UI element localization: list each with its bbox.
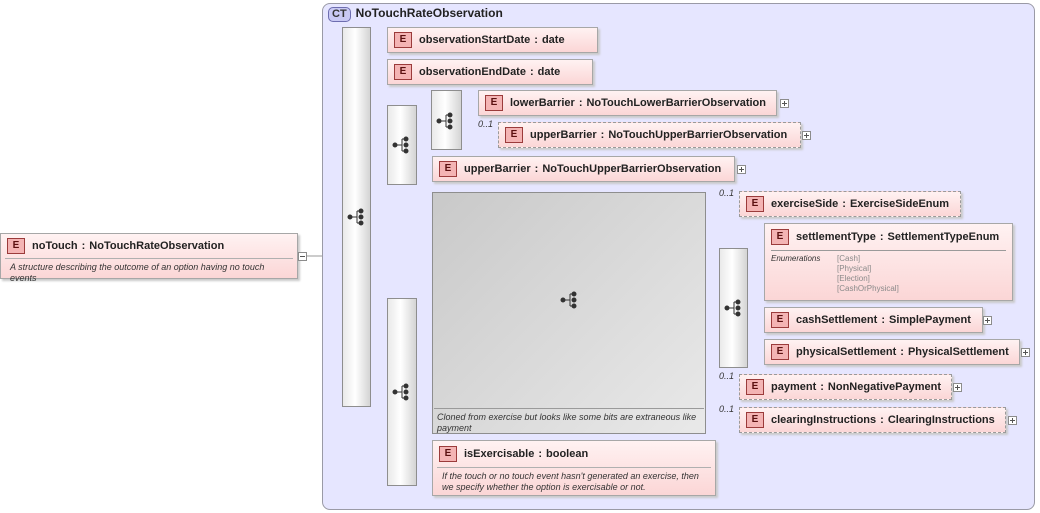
sequence-icon [724, 299, 741, 317]
sequence-icon [560, 291, 577, 309]
plus-icon[interactable] [737, 165, 746, 174]
minus-icon[interactable] [298, 252, 307, 261]
sequence-icon [392, 136, 409, 154]
complex-type-badge: CT [328, 7, 351, 22]
element-type: NoTouchRateObservation [89, 240, 225, 252]
sequence-icon [392, 383, 409, 401]
complex-type-name: NoTouchRateObservation [355, 6, 503, 20]
sequence-icon [347, 208, 364, 226]
element-badge: E [7, 238, 25, 254]
plus-icon[interactable] [802, 131, 811, 140]
enum-value: [Cash] [837, 254, 861, 263]
sequence-icon [436, 112, 453, 130]
plus-icon[interactable] [953, 383, 962, 392]
enum-value: [Election] [837, 274, 870, 283]
element-name: noTouch [32, 240, 78, 252]
cardinality-label: 0..1 [719, 188, 735, 198]
cardinality-label: 0..1 [719, 404, 735, 414]
element-description: If the touch or no touch event hasn't ge… [437, 467, 711, 496]
enumerations-label: Enumerations [771, 254, 821, 263]
enum-value: [CashOrPhysical] [837, 284, 899, 293]
plus-icon[interactable] [1021, 348, 1030, 357]
cloned-group-box[interactable] [432, 192, 706, 434]
cardinality-label: 0..1 [719, 371, 735, 381]
complex-type-title: CT NoTouchRateObservation [328, 6, 503, 22]
plus-icon[interactable] [1008, 416, 1017, 425]
cardinality-label: 0..1 [478, 119, 494, 129]
plus-icon[interactable] [983, 316, 992, 325]
cloned-group-description: Cloned from exercise but looks like some… [434, 408, 704, 437]
enum-value: [Physical] [837, 264, 872, 273]
plus-icon[interactable] [780, 99, 789, 108]
element-description: A structure describing the outcome of an… [5, 258, 293, 287]
